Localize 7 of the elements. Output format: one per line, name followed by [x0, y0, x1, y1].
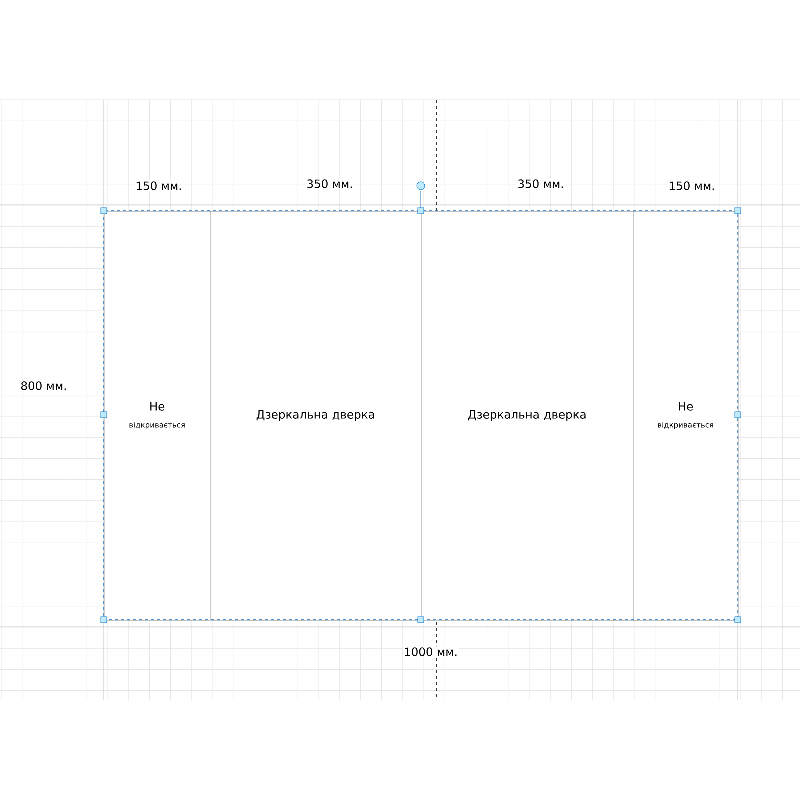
dimension-label: 350 мм.: [516, 178, 566, 190]
dimension-label: 150 мм.: [134, 180, 184, 192]
dimension-label: 800 мм.: [20, 380, 68, 392]
dimension-label: 350 мм.: [306, 178, 354, 190]
dimension-label: 1000 мм.: [403, 646, 459, 658]
door-panel: Дзеркальна дверка: [210, 211, 422, 621]
dimension-label: 150 мм.: [668, 180, 716, 192]
